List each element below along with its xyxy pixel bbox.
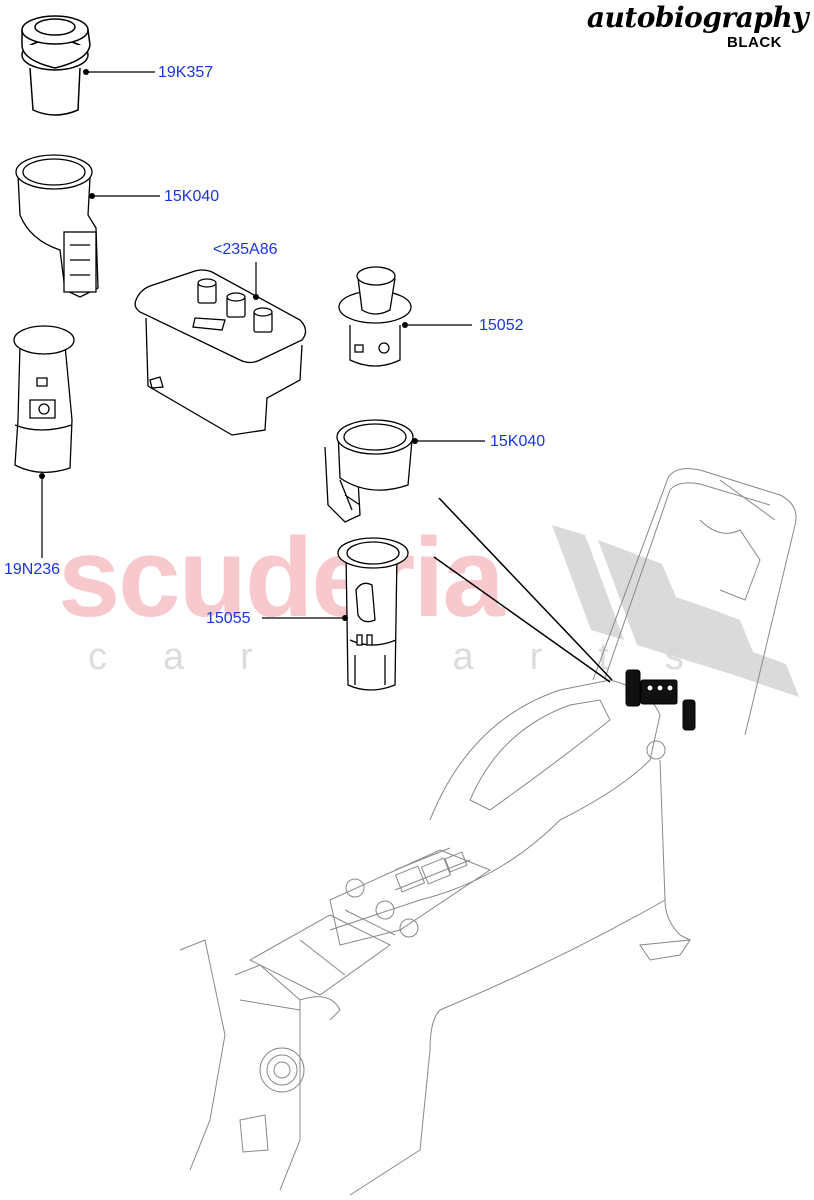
part-15K040-upper-drawing	[15, 154, 99, 298]
checkered-flag-watermark	[552, 525, 799, 697]
watermark-scuderia: scuderia	[58, 515, 505, 640]
brand-autobiography: autobiography	[586, 1, 809, 34]
callout-15K040-upper[interactable]: 15K040	[164, 188, 220, 205]
installed-switch-pack	[625, 669, 696, 731]
callout-235A86[interactable]: <235A86	[213, 241, 278, 258]
part-15055-drawing	[337, 537, 409, 691]
part-19K357-drawing	[21, 15, 91, 116]
part-235A86-drawing	[134, 269, 307, 436]
callout-15055[interactable]: 15055	[206, 610, 251, 627]
part-19N236-drawing	[13, 325, 75, 473]
callout-19N236[interactable]: 19N236	[4, 561, 61, 578]
brand-black: BLACK	[727, 34, 782, 51]
part-15K040-lower-drawing	[324, 419, 414, 523]
callout-19K357[interactable]: 19K357	[158, 64, 214, 81]
part-15052-drawing	[338, 266, 412, 367]
callout-15K040-lower[interactable]: 15K040	[490, 433, 546, 450]
callout-15052[interactable]: 15052	[479, 317, 524, 334]
center-console-drawing	[179, 468, 797, 1196]
brand-logo: autobiography	[586, 1, 809, 34]
